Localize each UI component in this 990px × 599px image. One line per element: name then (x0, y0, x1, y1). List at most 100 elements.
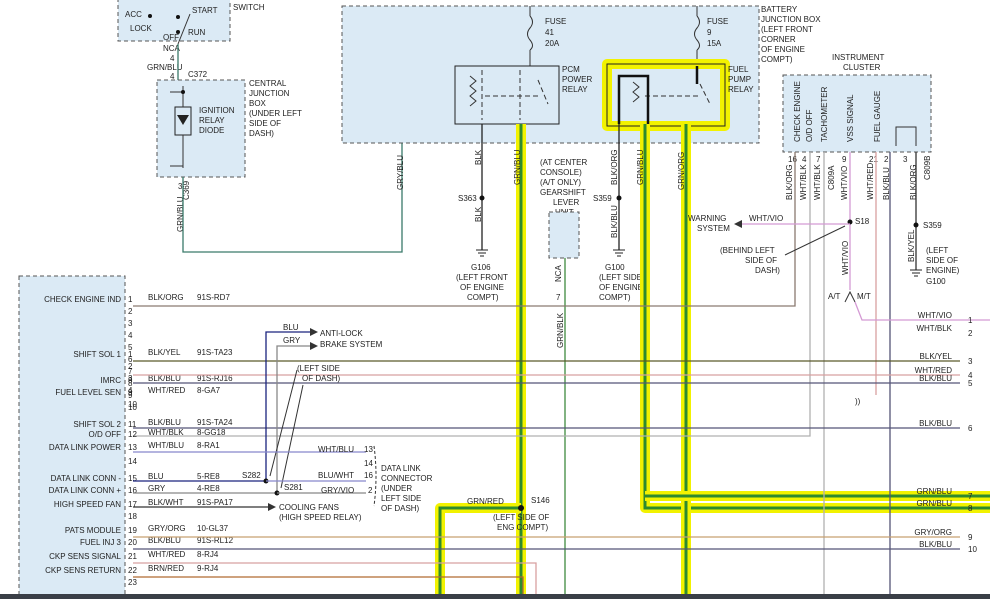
cjb-splice (181, 90, 185, 94)
central-junction-box: CENTRAL JUNCTION BOX (UNDER LEFT SIDE OF… (156, 79, 302, 178)
pcm-circuit: 91S-TA24 (197, 418, 233, 427)
wire-grn-blu-fp (643, 124, 990, 510)
pcm-pin: 21 (128, 552, 137, 561)
cluster-col-1: O/D OFF (805, 109, 814, 142)
pcm-pin: 8 (128, 376, 133, 385)
ignition-switch-title: SWITCH (233, 3, 265, 12)
dlc-pin-14: 14 (364, 459, 373, 468)
pcm-function-label: DATA LINK POWER (49, 443, 121, 452)
g100b-label-2: ENGINE) (926, 266, 960, 275)
cluster-wire-0: BLK/ORG (785, 164, 794, 200)
right-wire-color: BLK/BLU (919, 374, 952, 383)
switch-blade (177, 13, 191, 45)
console-label-2: (A/T ONLY) (540, 178, 581, 187)
pcm-wire-color: BRN/RED (148, 564, 184, 573)
fuel-relay-contacts (645, 83, 711, 105)
bjb-label-0: BATTERY (761, 5, 798, 14)
pcm-function-label: IMRC (101, 376, 122, 385)
right-pin: 8 (968, 504, 973, 513)
right-pin: 3 (968, 357, 973, 366)
right-wire-color: GRY/ORG (914, 528, 952, 537)
pcm-function-label: HIGH SPEED FAN (54, 500, 121, 509)
ground-symbol (476, 249, 488, 257)
bjb-label-4: OF ENGINE (761, 45, 805, 54)
wire-wht-blk-od (133, 152, 811, 437)
pcm-circuit: 8-RA1 (197, 441, 220, 450)
gry-wire-label: GRY (283, 336, 301, 345)
pcm-pin: 14 (128, 457, 137, 466)
pcm-function-label: PATS MODULE (65, 526, 121, 535)
pcm-circuit: 4-RE8 (197, 484, 220, 493)
dlc-label-4: OF DASH) (381, 504, 420, 513)
cluster-wire-4: WHT/RED (866, 162, 875, 200)
cluster-pin-0: 16 (788, 155, 797, 164)
pcm-pin: 9 (128, 388, 133, 397)
g100a-label-0: G100 (605, 263, 625, 272)
fuse9-label-2: 15A (707, 39, 722, 48)
pin-3: 3 (178, 182, 183, 191)
pcm-wire-color: BLK/ORG (148, 293, 184, 302)
cluster-pin-3: 9 (842, 155, 847, 164)
cluster-col-0: CHECK ENGINE (793, 81, 802, 142)
cluster-pin-1: 4 (802, 155, 807, 164)
diode-label-2: DIODE (199, 126, 224, 135)
g100a-label-2: OF ENGINE (599, 283, 643, 292)
right-wire-color: WHT/RED (915, 366, 953, 375)
cjb-title-4: SIDE OF (249, 119, 281, 128)
cluster-title-1: CLUSTER (843, 63, 881, 72)
pcm-relay-contacts (481, 70, 549, 120)
switch-contact (148, 14, 152, 18)
pcm-circuit: 91S-RJ16 (197, 374, 233, 383)
s146-label: S146 (531, 496, 550, 505)
right-pin: 2 (968, 329, 973, 338)
pcm-circuit: 91S-PA17 (197, 498, 233, 507)
g100b-label-1: SIDE OF (926, 256, 958, 265)
pcm-function-label: CHECK ENGINE IND (44, 295, 121, 304)
antilock-label-0: ANTI-LOCK (320, 329, 363, 338)
c809a-label: C809A (827, 165, 836, 190)
fuel-relay-wiring (617, 66, 699, 124)
cjb-title-0: CENTRAL (249, 79, 287, 88)
wht-blu-13-label: WHT/BLU (318, 445, 354, 454)
s359b-label: S359 (923, 221, 942, 230)
pcm-pin: 3 (128, 374, 133, 383)
fuse41-label-1: 41 (545, 28, 554, 37)
grn-blu-fp-label: GRN/BLU (636, 149, 645, 185)
wire-gry-antilock (133, 345, 314, 494)
arrow-right-icon (268, 503, 276, 511)
window-bottom-border (0, 594, 990, 599)
pcm-pin: 4 (128, 386, 133, 395)
fuse9-label-1: 9 (707, 28, 712, 37)
pcm-pin: 1 (128, 350, 133, 359)
dlc-pin-16: 16 (364, 471, 373, 480)
left-dash-leaders (269, 369, 304, 489)
wire-blk-org-check-engine (133, 152, 796, 307)
gry-vio-2-label: GRY/VIO (321, 486, 354, 495)
cluster-pin-2: 7 (816, 155, 821, 164)
warning-label-1: SYSTEM (697, 224, 730, 233)
gry-blu-vertical: GRY/BLU (396, 155, 405, 190)
right-pin: 6 (968, 424, 973, 433)
behind-label-0: (BEHIND LEFT (720, 246, 775, 255)
pcm-circuit: 9-RJ4 (197, 564, 219, 573)
eng-compt-label-1: ENG COMPT) (497, 523, 548, 532)
pcm-function-label: O/D OFF (89, 430, 122, 439)
cluster-wire-6: BLK/ORG (909, 164, 918, 200)
switch-contact (176, 15, 180, 19)
pcm-pin: 10 (128, 400, 137, 409)
blk-vertical: BLK (474, 149, 483, 165)
pcm-pin: 2 (128, 307, 133, 316)
cooling-label-1: (HIGH SPEED RELAY) (279, 513, 362, 522)
dlc-label-1: CONNECTOR (381, 474, 433, 483)
cluster-col-4: FUEL GAUGE (873, 91, 882, 142)
left-dash-label-0: (LEFT SIDE (297, 364, 340, 373)
pcm-function-label: SHIFT SOL 1 (73, 350, 121, 359)
splice-s18 (847, 219, 853, 225)
pcm-circuit: 91S-TA23 (197, 348, 233, 357)
s281-label: S281 (284, 483, 303, 492)
cjb-title-2: BOX (249, 99, 267, 108)
g100a-label-3: COMPT) (599, 293, 631, 302)
nca-mid-label: NCA (554, 264, 563, 282)
wire-wht-vio-row1 (854, 301, 990, 321)
cluster-pin-4: 21 (869, 155, 878, 164)
